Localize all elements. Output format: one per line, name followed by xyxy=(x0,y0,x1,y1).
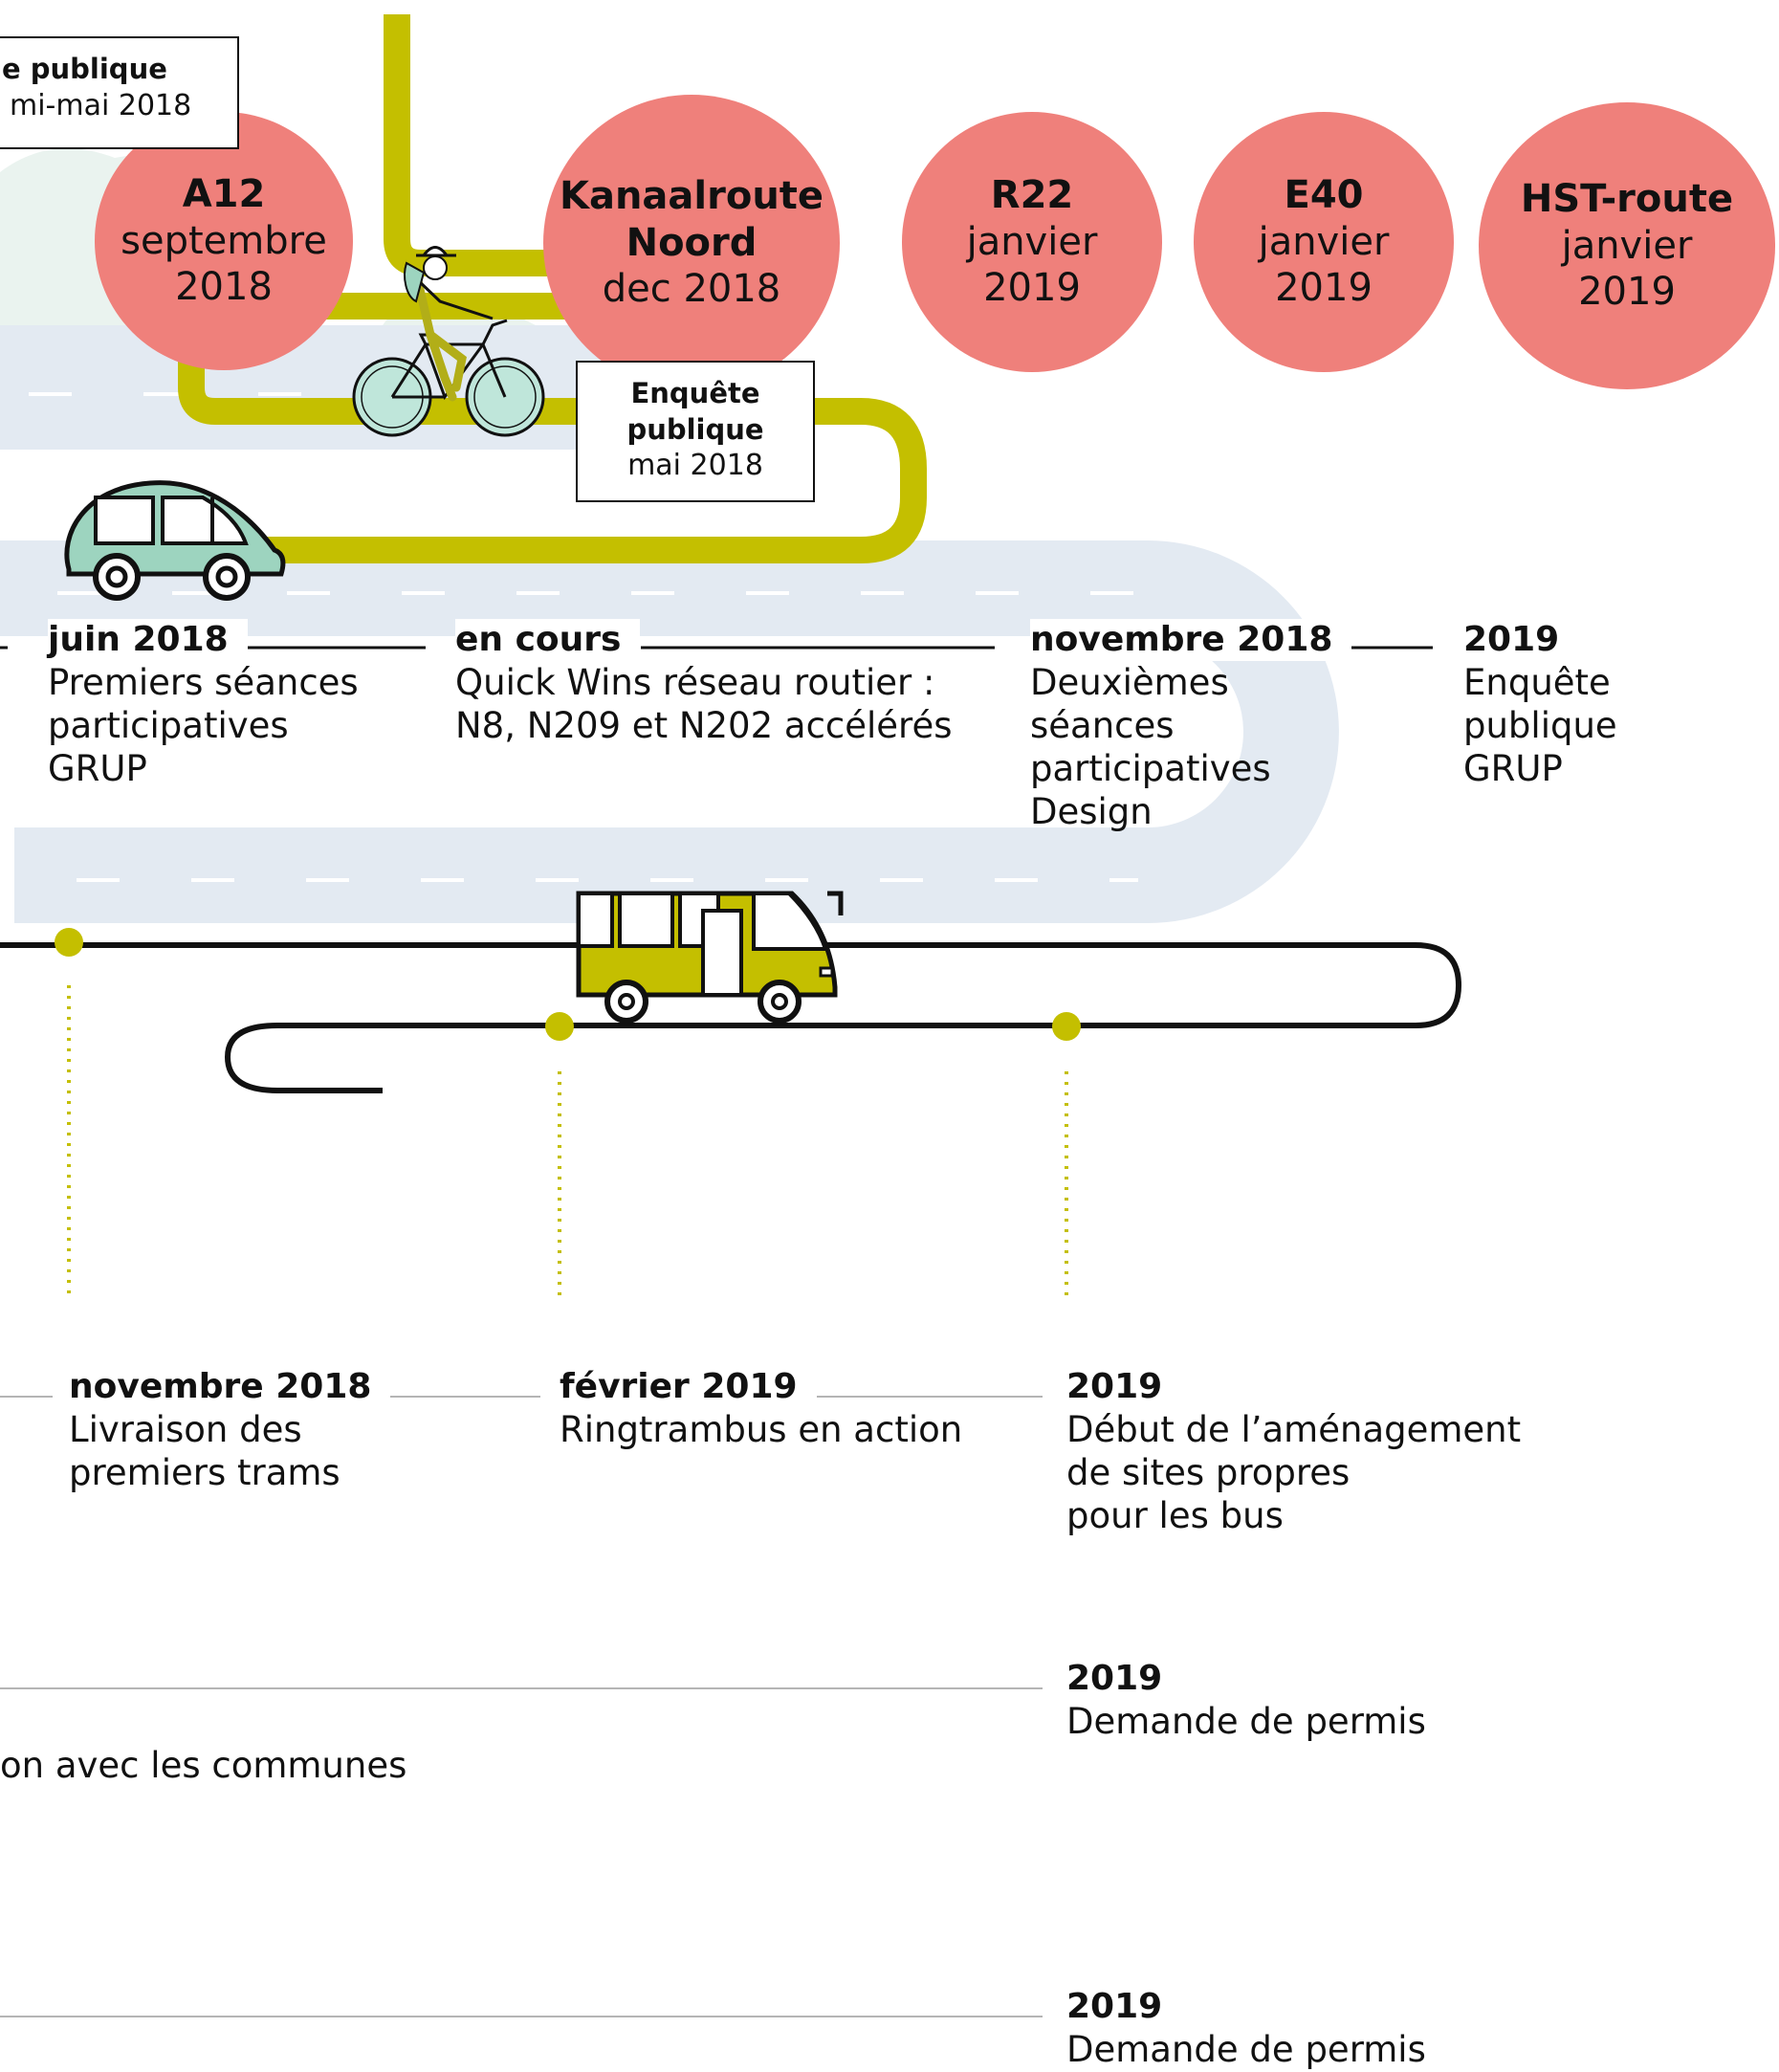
transit-event: 2019 Début de l’aménagement de sites pro… xyxy=(1066,1366,1545,1537)
transit-event-rules xyxy=(0,1396,1043,2017)
milestone-title: A12 xyxy=(182,171,266,216)
permit-event: 2019 Demande de permis xyxy=(1066,1658,1545,1743)
event-date: 2019 xyxy=(1463,619,1579,661)
event-text: Demande de permis xyxy=(1066,2029,1426,2070)
milestone-circle-r22: R22 janvier 2019 xyxy=(902,112,1162,372)
transit-line xyxy=(0,942,1462,1093)
milestone-date: janvier 2019 xyxy=(1561,223,1693,315)
permit-event: 2019 Demande de permis xyxy=(1066,1986,1545,2071)
milestone-title: Kanaalroute Noord xyxy=(559,173,824,265)
event-date: 2019 xyxy=(1066,1986,1182,2028)
car-icon xyxy=(64,480,286,601)
event-date: novembre 2018 xyxy=(69,1366,391,1408)
inquiry-box-kanaal: Enquête publique mai 2018 xyxy=(576,361,815,502)
milestone-date: janvier 2019 xyxy=(1258,219,1390,311)
road-event: en cours Quick Wins réseau routier : N8,… xyxy=(455,619,991,747)
inquiry-date: mai 2018 xyxy=(627,449,763,483)
road-event: novembre 2018 Deuxièmes séances particip… xyxy=(1030,619,1352,833)
milestone-title: E40 xyxy=(1284,172,1364,217)
event-date: novembre 2018 xyxy=(1030,619,1352,661)
inquiry-title: Enquête publique xyxy=(626,377,764,446)
milestone-circle-hst: HST-route janvier 2019 xyxy=(1479,102,1775,389)
event-text: Premiers séances participatives GRUP xyxy=(48,662,359,789)
event-text: Livraison des premiers trams xyxy=(69,1409,340,1493)
milestone-date: janvier 2019 xyxy=(966,219,1098,311)
event-text: Deuxièmes séances participatives Design xyxy=(1030,662,1271,832)
milestone-circle-kanaalroute: Kanaalroute Noord dec 2018 xyxy=(543,95,840,391)
event-text: Enquête publique GRUP xyxy=(1463,662,1617,789)
milestone-title: HST-route xyxy=(1520,176,1734,221)
milestone-date: septembre 2018 xyxy=(121,218,327,310)
milestone-circle-e40: E40 janvier 2019 xyxy=(1194,112,1454,372)
event-text: Quick Wins réseau routier : N8, N209 et … xyxy=(455,662,953,746)
event-text: Début de l’aménagement de sites propres … xyxy=(1066,1409,1522,1536)
permit-left-text: on avec les communes xyxy=(0,1745,407,1786)
cyclist-icon xyxy=(352,246,545,437)
inquiry-box-left: e publique mi-mai 2018 xyxy=(0,36,239,149)
milestone-date: dec 2018 xyxy=(602,267,781,312)
event-date: 2019 xyxy=(1066,1658,1182,1700)
road-event: juin 2018 Premiers séances participative… xyxy=(48,619,363,790)
transit-stops xyxy=(55,928,1081,1041)
transit-event: novembre 2018 Livraison des premiers tra… xyxy=(69,1366,391,1494)
event-date: février 2019 xyxy=(560,1366,817,1408)
event-date: en cours xyxy=(455,619,641,661)
event-date: 2019 xyxy=(1066,1366,1182,1408)
event-text: Demande de permis xyxy=(1066,1701,1426,1742)
transit-event: février 2019 Ringtrambus en action xyxy=(560,1366,980,1451)
milestone-circle-a12: A12 septembre 2018 xyxy=(95,112,353,370)
bus-icon xyxy=(576,891,844,1024)
milestone-title: R22 xyxy=(990,172,1074,217)
inquiry-date: mi-mai 2018 xyxy=(10,88,192,122)
event-text: Ringtrambus en action xyxy=(560,1409,963,1450)
event-date: juin 2018 xyxy=(48,619,248,661)
inquiry-title: e publique xyxy=(2,53,167,85)
road-event: 2019 Enquête publique GRUP xyxy=(1463,619,1769,790)
